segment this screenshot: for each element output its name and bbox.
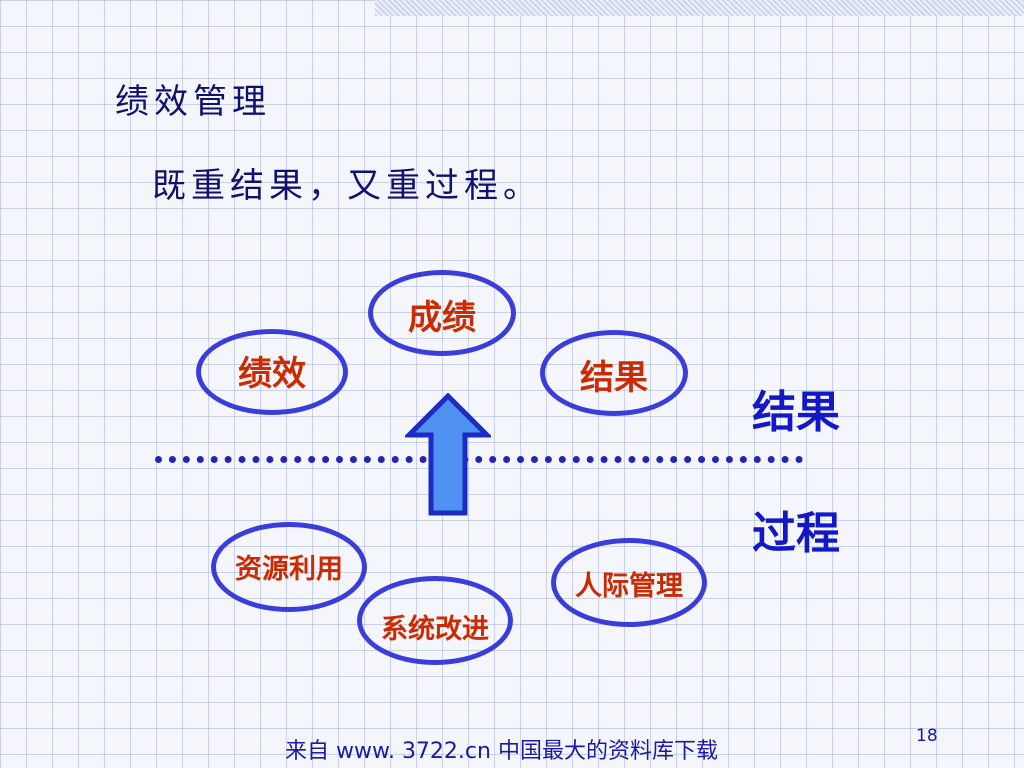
result-node-label: 绩效 <box>238 354 306 394</box>
result-node-ellipse <box>196 329 348 415</box>
footer-source: 来自 www. 3722.cn 中国最大的资料库下载 <box>285 739 718 764</box>
result-process-divider <box>155 456 803 463</box>
decorative-top-band <box>375 0 1024 16</box>
result-node-ellipse <box>540 330 688 416</box>
result-side-label: 结果 <box>752 387 840 438</box>
result-node-ellipse <box>368 270 516 356</box>
slide-subtitle: 既重结果，又重过程。 <box>152 166 542 206</box>
process-node-ellipse <box>357 576 513 665</box>
process-node-label: 资源利用 <box>235 554 343 585</box>
result-node-label: 结果 <box>580 358 648 398</box>
process-side-label: 过程 <box>752 508 840 559</box>
result-node-label: 成绩 <box>408 298 476 338</box>
process-node-ellipse <box>211 522 367 612</box>
arrow-up-icon <box>405 393 491 516</box>
page-number: 18 <box>916 726 938 746</box>
process-node-label: 系统改进 <box>381 614 489 645</box>
process-node-label: 人际管理 <box>575 571 683 602</box>
slide-title: 绩效管理 <box>115 82 271 122</box>
process-node-ellipse <box>551 538 707 627</box>
